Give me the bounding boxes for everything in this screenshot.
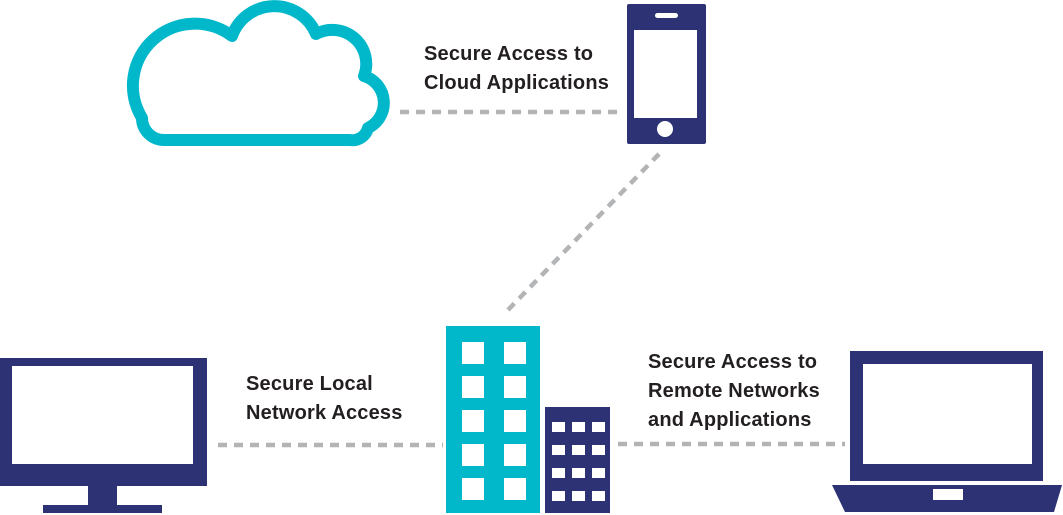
cloud-outline <box>126 0 390 147</box>
building-window <box>462 478 484 500</box>
building-window <box>552 422 565 432</box>
label-local-access-line1: Secure Local <box>246 373 373 395</box>
laptop-icon <box>850 351 1043 481</box>
building-window <box>462 342 484 364</box>
building-window <box>504 478 526 500</box>
monitor-stand-neck <box>88 486 117 505</box>
building-window <box>462 410 484 432</box>
label-local-access-line2: Network Access <box>246 402 403 424</box>
office-building-large-icon <box>446 326 540 513</box>
label-local-access: Secure Local Network Access <box>246 370 403 428</box>
building-window <box>592 422 605 432</box>
building-window <box>572 422 585 432</box>
building-window <box>462 444 484 466</box>
label-cloud-access: Secure Access to Cloud Applications <box>424 40 609 98</box>
building-window <box>552 445 565 455</box>
building-window <box>572 468 585 478</box>
phone-home-button <box>657 121 673 137</box>
smartphone-icon <box>627 4 706 144</box>
building-window <box>552 491 565 501</box>
building-window <box>504 376 526 398</box>
label-cloud-access-line1: Secure Access to <box>424 43 594 65</box>
building-window <box>504 342 526 364</box>
monitor-screen <box>12 366 193 464</box>
label-cloud-access-line2: Cloud Applications <box>424 72 610 94</box>
label-remote-access-line1: Secure Access to <box>648 351 818 373</box>
building-window <box>504 410 526 432</box>
office-building-small-icon <box>545 407 610 513</box>
building-window <box>572 445 585 455</box>
building-window <box>552 468 565 478</box>
monitor-stand-base <box>43 505 162 513</box>
phone-screen <box>634 30 697 118</box>
cloud-icon <box>126 0 390 147</box>
building-window <box>592 468 605 478</box>
label-remote-access-line3: and Applications <box>648 409 812 431</box>
label-remote-access-line2: Remote Networks <box>648 380 820 402</box>
laptop-base <box>832 485 1062 512</box>
connector-smartphone-buildings <box>504 152 661 314</box>
laptop-touchpad <box>933 489 963 500</box>
label-remote-access: Secure Access to Remote Networks and App… <box>648 348 820 435</box>
phone-speaker <box>655 13 678 18</box>
building-window <box>592 491 605 501</box>
building-window <box>572 491 585 501</box>
building-window <box>592 445 605 455</box>
laptop-display <box>863 364 1032 464</box>
desktop-monitor-icon <box>0 358 207 486</box>
building-window <box>504 444 526 466</box>
building-window <box>462 376 484 398</box>
